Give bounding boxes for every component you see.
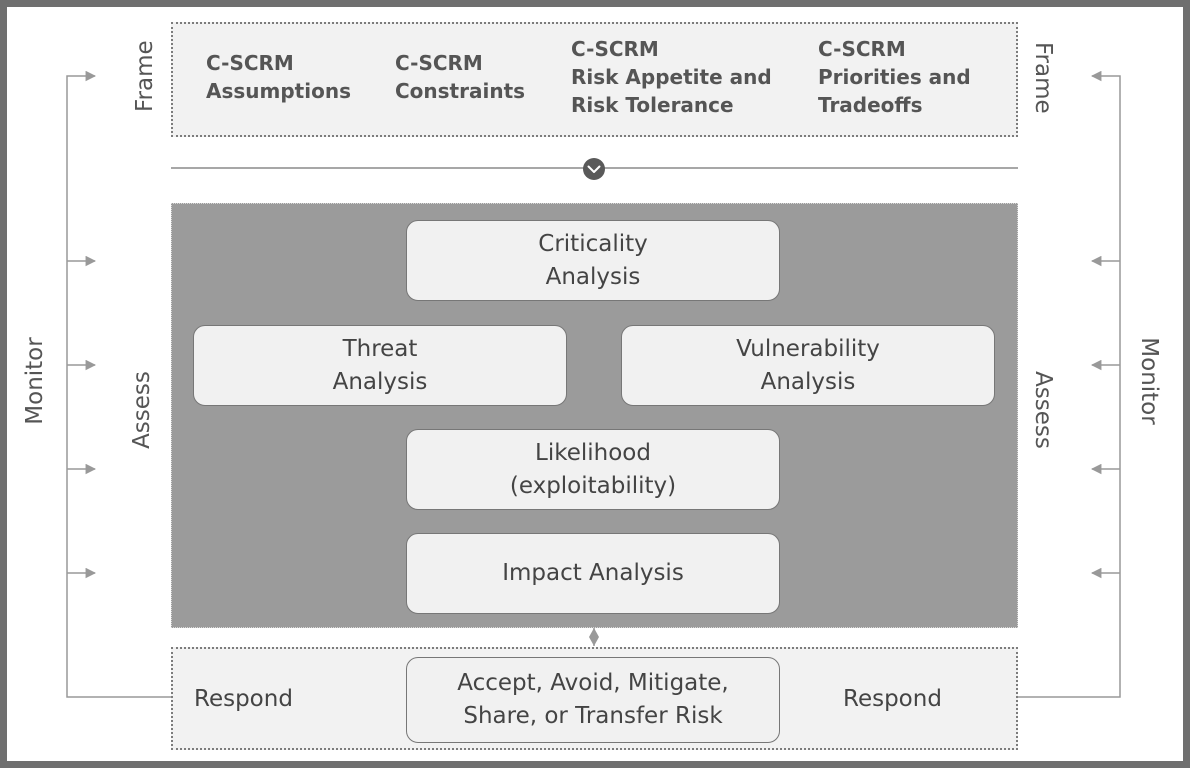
node-line: (exploitability) [509, 472, 677, 499]
frame-label-right: Frame [1030, 42, 1056, 114]
frame-item-line: Risk Appetite and [571, 65, 772, 89]
frame-item-line: C-SCRM [395, 51, 483, 75]
impact-analysis-node: Impact Analysis [406, 533, 780, 614]
assess-label-left: Assess [129, 371, 155, 449]
likelihood-node: Likelihood (exploitability) [406, 429, 780, 510]
respond-label-left: Respond [194, 686, 293, 712]
frame-item-line: Assumptions [206, 79, 351, 103]
node-line: Threat [342, 335, 418, 362]
node-line: Share, or Transfer Risk [463, 703, 723, 729]
monitor-loop-left [66, 70, 171, 698]
frame-item-line: Constraints [395, 79, 526, 103]
frame-label-left: Frame [132, 40, 158, 112]
frame-item-constraints: C-SCRM Constraints [395, 49, 525, 105]
monitor-loop-right [1018, 70, 1121, 698]
frame-item-priorities: C-SCRM Priorities and Tradeoffs [818, 35, 971, 119]
node-line: Analysis [332, 368, 428, 395]
frame-item-assumptions: C-SCRM Assumptions [206, 49, 351, 105]
threat-analysis-node: Threat Analysis [193, 325, 567, 406]
node-line: Analysis [760, 368, 856, 395]
node-line: Criticality [538, 230, 648, 257]
chevron-down-icon [583, 158, 605, 180]
frame-item-line: Priorities and [818, 65, 971, 89]
node-line: Accept, Avoid, Mitigate, [457, 670, 729, 696]
frame-item-line: C-SCRM [571, 37, 659, 61]
frame-item-line: Tradeoffs [818, 93, 923, 117]
node-line: Vulnerability [736, 335, 880, 362]
frame-item-line: C-SCRM [818, 37, 906, 61]
frame-item-line: Risk Tolerance [571, 93, 734, 117]
diamond-connector [589, 628, 599, 646]
respond-label-right: Respond [843, 686, 942, 712]
frame-region [171, 22, 1018, 137]
frame-item-risk-appetite: C-SCRM Risk Appetite and Risk Tolerance [571, 35, 772, 119]
criticality-analysis-node: Criticality Analysis [406, 220, 780, 301]
vulnerability-analysis-node: Vulnerability Analysis [621, 325, 995, 406]
assess-label-right: Assess [1030, 371, 1056, 449]
frame-item-line: C-SCRM [206, 51, 294, 75]
monitor-label-left: Monitor [22, 337, 48, 425]
respond-action-node: Accept, Avoid, Mitigate, Share, or Trans… [406, 657, 780, 743]
monitor-label-right: Monitor [1136, 337, 1162, 425]
node-line: Analysis [545, 263, 641, 290]
node-line: Likelihood [535, 439, 651, 466]
node-line: Impact Analysis [502, 560, 684, 586]
